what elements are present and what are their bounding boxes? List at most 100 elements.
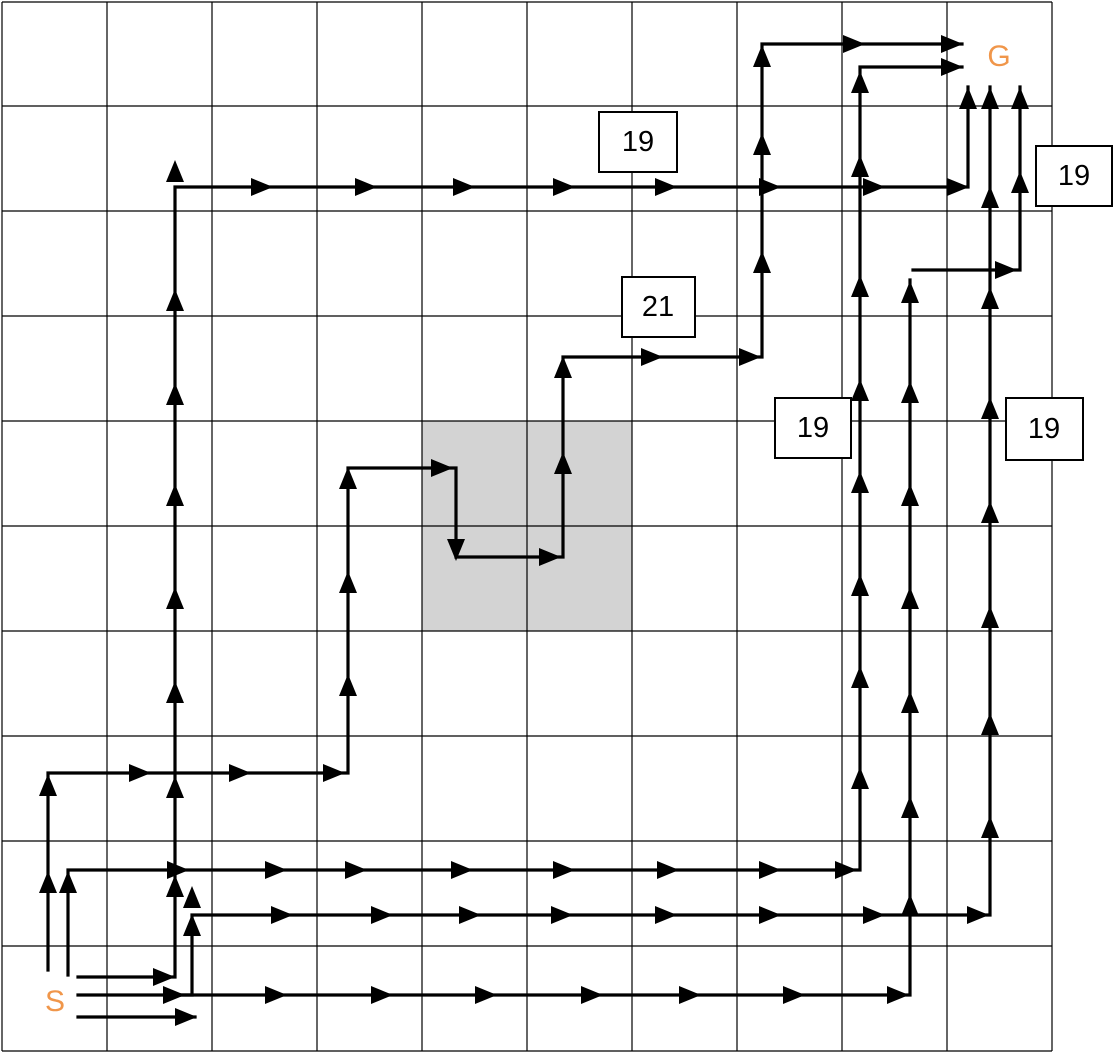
arrowhead-icon	[553, 861, 575, 879]
arrowhead-icon	[851, 767, 869, 789]
arrowhead-icon	[843, 35, 865, 53]
path-line-7	[911, 85, 1022, 272]
arrowhead-icon	[551, 906, 573, 924]
arrowhead-icon	[941, 58, 963, 76]
cost-box-3: 19	[1035, 145, 1113, 207]
arrowhead-icon	[447, 539, 465, 561]
arrowhead-icon	[981, 186, 999, 208]
cost-label: 21	[642, 291, 674, 323]
arrowhead-icon	[339, 674, 357, 696]
arrowhead-icon	[163, 986, 185, 1004]
arrowhead-icon	[887, 986, 909, 1004]
arrowhead-icon	[679, 986, 701, 1004]
arrowhead-icon	[153, 968, 175, 986]
arrowhead-icon	[554, 356, 572, 378]
arrowhead-icon	[655, 178, 677, 196]
arrowhead-icon	[901, 894, 919, 916]
arrowhead-icon	[981, 87, 999, 109]
arrowhead-icon	[901, 796, 919, 818]
arrowhead-icon	[753, 251, 771, 273]
path-line-2	[66, 65, 964, 977]
arrowhead-icon	[475, 986, 497, 1004]
cost-label: 19	[797, 412, 829, 444]
arrowhead-icon	[166, 776, 184, 798]
arrowhead-icon	[753, 133, 771, 155]
arrowhead-icon	[175, 1008, 197, 1026]
arrowhead-icon	[183, 886, 201, 908]
arrowhead-icon	[851, 574, 869, 596]
arrowhead-icon	[345, 861, 367, 879]
arrowhead-icon	[759, 906, 781, 924]
arrowhead-icon	[431, 459, 453, 477]
arrowhead-icon	[901, 381, 919, 403]
arrowhead-icon	[39, 871, 57, 893]
arrowhead-icon	[851, 71, 869, 93]
arrowhead-icon	[265, 986, 287, 1004]
arrowhead-icon	[339, 467, 357, 489]
arrowhead-icon	[271, 906, 293, 924]
arrowhead-icon	[655, 906, 677, 924]
arrowhead-icon	[166, 383, 184, 405]
cost-box-2: 21	[621, 276, 696, 338]
arrowheads	[39, 35, 1029, 1026]
arrowhead-icon	[166, 160, 184, 182]
arrowhead-icon	[759, 861, 781, 879]
arrowhead-icon	[657, 861, 679, 879]
arrowhead-icon	[851, 275, 869, 297]
arrowhead-icon	[863, 906, 885, 924]
arrowhead-icon	[59, 871, 77, 893]
arrowhead-icon	[941, 35, 963, 53]
arrowhead-icon	[39, 774, 57, 796]
arrowhead-icon	[981, 397, 999, 419]
arrowhead-icon	[166, 587, 184, 609]
arrowhead-icon	[581, 986, 603, 1004]
arrowhead-icon	[901, 484, 919, 506]
arrowhead-icon	[835, 861, 857, 879]
path-line-6	[173, 278, 912, 997]
arrowhead-icon	[981, 287, 999, 309]
goal-label: G	[987, 40, 1010, 73]
arrowhead-icon	[339, 571, 357, 593]
cost-box-4: 19	[774, 397, 852, 459]
arrowhead-icon	[981, 606, 999, 628]
cost-box-5: 19	[1005, 397, 1084, 461]
arrowhead-icon	[901, 691, 919, 713]
arrowhead-icon	[166, 289, 184, 311]
cost-box-1: 19	[598, 111, 678, 173]
arrowhead-icon	[355, 178, 377, 196]
arrowhead-icon	[453, 178, 475, 196]
path-line-3	[76, 85, 970, 979]
arrowhead-icon	[739, 348, 761, 366]
arrowhead-icon	[783, 986, 805, 1004]
arrowhead-icon	[901, 281, 919, 303]
arrowhead-icon	[1011, 171, 1029, 193]
arrowhead-icon	[183, 914, 201, 936]
arrowhead-icon	[947, 178, 969, 196]
arrowhead-icon	[251, 178, 273, 196]
arrowhead-icon	[554, 452, 572, 474]
arrowhead-icon	[167, 861, 189, 879]
cost-label: 19	[1058, 160, 1090, 192]
arrowhead-icon	[371, 906, 393, 924]
arrowhead-icon	[265, 861, 287, 879]
arrowhead-icon	[459, 906, 481, 924]
arrowhead-icon	[323, 764, 345, 782]
arrowhead-icon	[166, 484, 184, 506]
arrowhead-icon	[981, 501, 999, 523]
arrowhead-icon	[753, 45, 771, 67]
arrowhead-icon	[863, 178, 885, 196]
arrowhead-icon	[539, 548, 561, 566]
arrowhead-icon	[166, 875, 184, 897]
arrowhead-icon	[129, 764, 151, 782]
arrowhead-icon	[553, 178, 575, 196]
arrowhead-icon	[851, 379, 869, 401]
arrowhead-icon	[851, 666, 869, 688]
arrowhead-icon	[851, 155, 869, 177]
arrowhead-icon	[981, 713, 999, 735]
arrowhead-icon	[1011, 87, 1029, 109]
arrowhead-icon	[229, 764, 251, 782]
grid	[1, 1, 1053, 1052]
cost-label: 19	[622, 126, 654, 158]
start-label: S	[45, 985, 65, 1018]
